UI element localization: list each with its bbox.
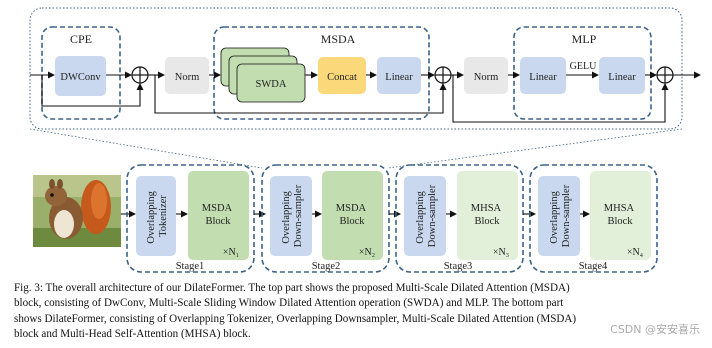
swda-label: SWDA bbox=[256, 79, 287, 90]
mlp-title: MLP bbox=[572, 32, 597, 46]
stage3-label: Stage3 bbox=[444, 261, 473, 272]
stage1-msda-block-label: MSDA Block bbox=[202, 203, 234, 227]
cpe-title: CPE bbox=[70, 32, 92, 46]
norm2-box bbox=[464, 57, 508, 94]
stage4-downsampler-box bbox=[538, 176, 580, 256]
caption-line-1: Fig. 3: The overall architecture of our … bbox=[14, 282, 570, 294]
linear-mlp2-box bbox=[599, 57, 645, 94]
stage4-mhsa-block-box bbox=[590, 171, 651, 260]
bottom-stages: Overlapping Tokenizer MSDA Block ×N₁ Sta… bbox=[33, 164, 658, 273]
top-pipeline: CPE MSDA MLP DWConv Norm SWDA Concat Lin… bbox=[29, 7, 701, 130]
gelu-label: GELU bbox=[570, 61, 597, 72]
stage2-downsampler-box bbox=[270, 176, 312, 256]
stage1-group bbox=[126, 164, 255, 273]
caption-line-4: block and Multi-Head Self-Attention (MHS… bbox=[14, 327, 251, 340]
flow-arrows bbox=[30, 71, 701, 123]
norm1-label: Norm bbox=[175, 72, 200, 83]
stage3-mhsa-block-box bbox=[457, 171, 518, 260]
stage4-label: Stage4 bbox=[579, 261, 608, 272]
sum-node-2 bbox=[434, 66, 452, 84]
stage4-mhsa-block-label: MHSA Block bbox=[604, 203, 636, 227]
stage4-downsampler-label: Overlapping Down-sampler bbox=[549, 184, 572, 247]
stage2-msda-block-label: MSDA Block bbox=[336, 203, 368, 227]
zoom-connector bbox=[29, 128, 683, 169]
msda-title: MSDA bbox=[321, 32, 356, 46]
stage2-label: Stage2 bbox=[312, 261, 341, 272]
stage1-msda-block-box bbox=[188, 171, 249, 260]
stage4-repeat: ×N₄ bbox=[627, 247, 644, 258]
swda-box bbox=[236, 63, 306, 103]
dwconv-label: DWConv bbox=[60, 72, 101, 83]
stage3-downsampler-box bbox=[404, 176, 446, 256]
stage4-group bbox=[529, 164, 658, 273]
stage2-msda-block-box bbox=[322, 171, 383, 260]
sum-node-3 bbox=[656, 66, 674, 84]
linear-msda-box bbox=[377, 57, 421, 94]
cpe-group bbox=[41, 26, 121, 120]
stage1-label: Stage1 bbox=[176, 261, 205, 272]
concat-box bbox=[318, 57, 366, 94]
stage3-mhsa-block-label: MHSA Block bbox=[471, 203, 503, 227]
caption-line-3: shows DilateFormer, consisting of Overla… bbox=[14, 312, 577, 325]
stage3-group bbox=[395, 164, 524, 273]
stage1-repeat: ×N₁ bbox=[223, 247, 239, 258]
norm2-label: Norm bbox=[474, 72, 499, 83]
stage3-downsampler-label: Overlapping Down-sampler bbox=[415, 184, 438, 247]
figure-caption: Fig. 3: The overall architecture of our … bbox=[14, 281, 704, 342]
caption-line-2: block, consisting of DwConv, Multi-Scale… bbox=[14, 297, 564, 310]
linear-mlp1-box bbox=[520, 57, 566, 94]
stage3-repeat: ×N₃ bbox=[493, 247, 509, 258]
stage1-tokenizer-box bbox=[136, 176, 176, 256]
architecture-figure: CPE MSDA MLP DWConv Norm SWDA Concat Lin… bbox=[29, 7, 701, 273]
stage2-group bbox=[261, 164, 390, 273]
stage1-tokenizer-label: Overlapping Tokenizer bbox=[146, 188, 169, 243]
linear-msda-label: Linear bbox=[385, 72, 413, 83]
linear-mlp2-label: Linear bbox=[608, 72, 636, 83]
concat-label: Concat bbox=[327, 72, 357, 83]
watermark: CSDN @安安喜乐 bbox=[608, 321, 702, 337]
dwconv-box bbox=[55, 56, 106, 96]
linear-mlp1-label: Linear bbox=[529, 72, 557, 83]
squirrel-image bbox=[33, 175, 121, 247]
stage2-repeat: ×N₂ bbox=[359, 247, 375, 258]
norm1-box bbox=[165, 57, 209, 94]
stage2-downsampler-label: Overlapping Down-sampler bbox=[281, 184, 304, 247]
sum-node-1 bbox=[131, 66, 149, 84]
